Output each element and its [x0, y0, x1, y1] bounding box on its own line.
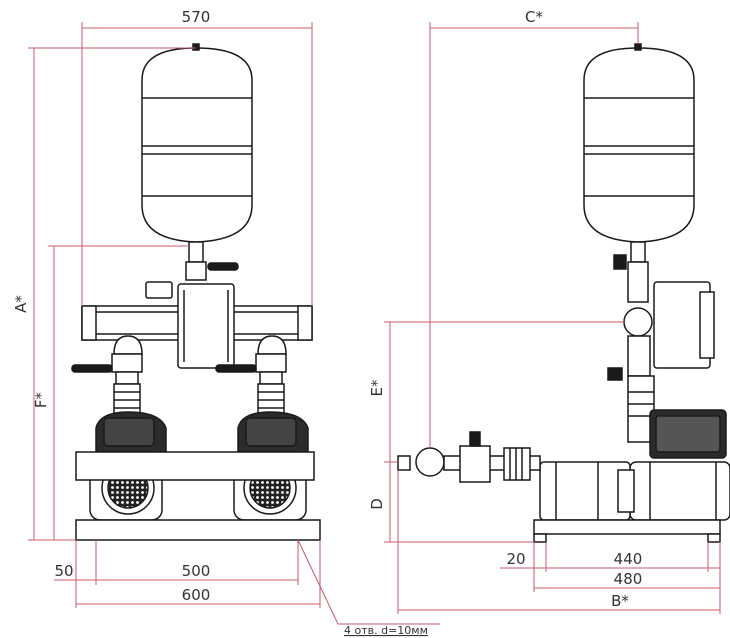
side-inlet-assembly	[397, 431, 541, 483]
dim-overall-height: A*	[12, 295, 30, 313]
dim-side-overall-length: B*	[611, 592, 629, 610]
dim-side-foot-spacing: 440	[614, 550, 643, 568]
dimension-lines	[28, 22, 721, 625]
dim-side-tank-offset: C*	[525, 8, 543, 26]
dim-base-width: 600	[182, 586, 211, 604]
dim-side-manifold-height: E*	[368, 379, 386, 396]
side-pump-motor	[539, 409, 730, 521]
side-pressure-tank	[583, 43, 695, 303]
front-pump-left	[71, 335, 167, 521]
front-view	[71, 43, 321, 541]
dim-side-inlet-height: D	[368, 498, 386, 510]
front-suction-pipe	[75, 451, 315, 481]
dim-side-base-length: 480	[614, 570, 643, 588]
front-pressure-tank	[141, 43, 253, 281]
side-base-frame	[533, 519, 721, 543]
dim-manifold-height: F*	[32, 391, 50, 408]
dim-anchor-spacing: 500	[182, 562, 211, 580]
front-base-frame	[75, 519, 321, 541]
side-control-unit	[607, 281, 715, 443]
side-view	[397, 43, 730, 543]
dim-front-width-top: 570	[182, 8, 211, 26]
dim-side-foot-offset: 20	[506, 550, 525, 568]
dim-edge-offset: 50	[54, 562, 73, 580]
dim-anchor-holes-note: 4 отв. d=10мм	[344, 624, 428, 637]
